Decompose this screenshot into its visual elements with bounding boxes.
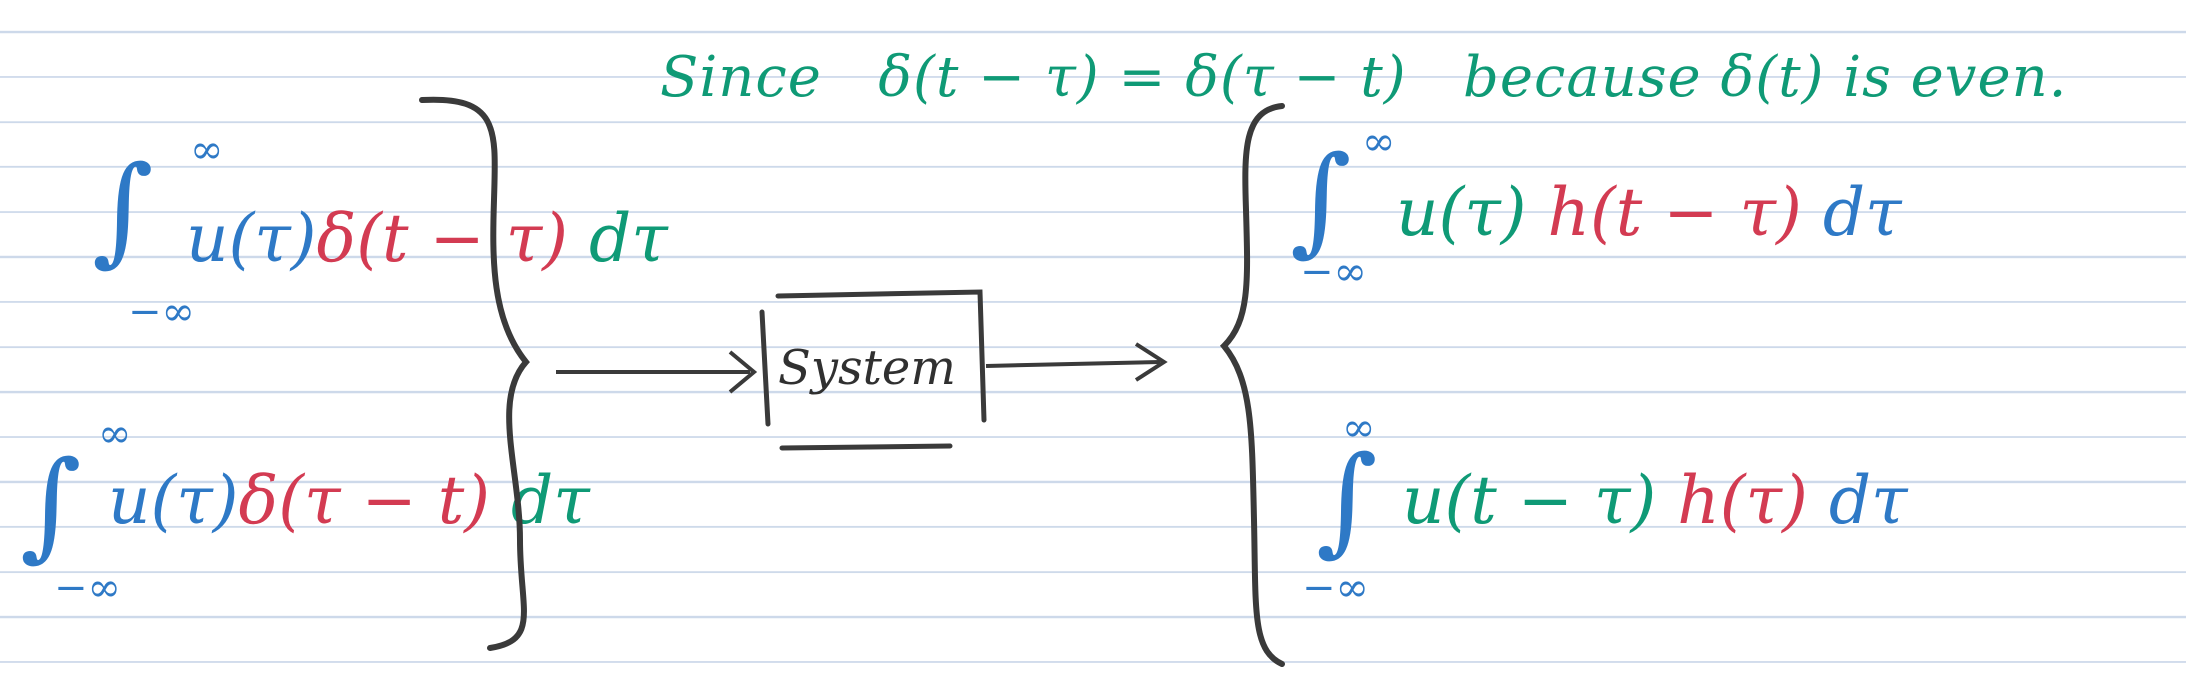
integral-sign: ∫ (1290, 130, 1352, 268)
integrand-h: h(t − τ) (1547, 174, 1802, 251)
note-reason: because δ(t) is even. (1463, 45, 2068, 110)
note-since: Since (660, 45, 822, 110)
system-box (759, 289, 987, 451)
lower-limit: −∞ (1300, 249, 1367, 295)
integral-sign: ∫ (20, 435, 82, 573)
integrand: u(t − τ) h(τ) dτ (1402, 468, 1908, 534)
output-brace (1219, 103, 1285, 667)
note-identity: δ(t − τ) = δ(τ − t) (878, 45, 1407, 110)
integral-sign: ∫ (92, 140, 154, 278)
integrand-dtau: dτ (589, 200, 668, 277)
integrand: u(τ)δ(τ − t) dτ (108, 468, 590, 534)
lower-limit: −∞ (128, 289, 195, 335)
integrand-dtau: dτ (511, 462, 590, 539)
integrand-u: u(t − τ) (1402, 462, 1657, 539)
integrand-delta: δ(τ − t) (238, 462, 491, 539)
integrand-u: u(τ) (108, 462, 239, 539)
lower-limit: −∞ (54, 565, 121, 611)
note-line: Since δ(t − τ) = δ(τ − t) because δ(t) i… (660, 50, 2067, 106)
integrand-u: u(τ) (1396, 174, 1527, 251)
lower-limit: −∞ (1302, 565, 1369, 611)
upper-limit: ∞ (190, 127, 224, 173)
input-arrow-head (728, 350, 758, 394)
system-label: System (778, 340, 956, 396)
integrand: u(τ) h(t − τ) dτ (1396, 180, 1902, 246)
upper-limit: ∞ (98, 411, 132, 457)
integrand-h: h(τ) (1677, 462, 1808, 539)
output-arrow-head (1134, 342, 1168, 382)
integrand-dtau: dτ (1828, 462, 1908, 539)
integral-sign: ∫ (1316, 430, 1378, 568)
integrand: u(τ)δ(t − τ) dτ (186, 206, 668, 272)
input-brace (419, 96, 530, 651)
integrand-dtau: dτ (1822, 174, 1902, 251)
integrand-delta: δ(t − τ) (316, 200, 569, 277)
upper-limit: ∞ (1362, 119, 1396, 165)
output-arrow (985, 360, 1161, 368)
integrand-u: u(τ) (186, 200, 317, 277)
upper-limit: ∞ (1342, 405, 1376, 451)
